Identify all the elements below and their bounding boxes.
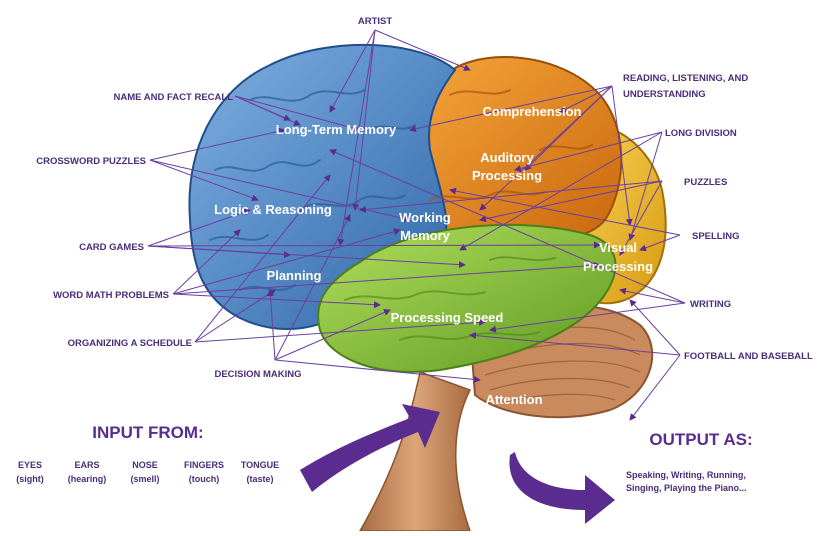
sense-ears-detail: (hearing) (68, 474, 107, 484)
label-spelling: SPELLING (692, 231, 740, 242)
region-auditory-line2: Processing (472, 168, 542, 183)
label-long-division: LONG DIVISION (665, 128, 737, 139)
label-decision-making: DECISION MAKING (214, 369, 301, 380)
label-name-fact-recall: NAME AND FACT RECALL (114, 92, 234, 103)
region-long-term-memory: Long-Term Memory (276, 122, 397, 137)
region-auditory-line1: Auditory (480, 150, 534, 165)
label-reading-line2: UNDERSTANDING (623, 89, 706, 100)
region-visual-line2: Processing (583, 259, 653, 274)
region-logic-reasoning: Logic & Reasoning (214, 202, 332, 217)
output-line1: Speaking, Writing, Running, (626, 470, 746, 480)
sense-nose-detail: (smell) (130, 474, 159, 484)
label-organizing-schedule: ORGANIZING A SCHEDULE (68, 338, 192, 349)
label-card-games: CARD GAMES (79, 242, 144, 253)
label-artist: ARTIST (358, 16, 393, 27)
label-reading-line1: READING, LISTENING, AND (623, 73, 748, 84)
label-writing: WRITING (690, 299, 731, 310)
label-puzzles: PUZZLES (684, 177, 727, 188)
input-heading: INPUT FROM: (92, 423, 203, 442)
senses-list: EYES (sight) EARS (hearing) NOSE (smell)… (16, 460, 279, 484)
sense-nose-name: NOSE (132, 460, 158, 470)
label-football-baseball: FOOTBALL AND BASEBALL (684, 351, 813, 362)
sense-tongue-name: TONGUE (241, 460, 279, 470)
region-visual-line1: Visual (599, 240, 637, 255)
region-processing-speed: Processing Speed (391, 310, 504, 325)
output-line2: Singing, Playing the Piano... (626, 483, 747, 493)
sense-ears-name: EARS (74, 460, 99, 470)
sense-tongue-detail: (taste) (246, 474, 273, 484)
sense-fingers-detail: (touch) (189, 474, 220, 484)
label-crossword-puzzles: CROSSWORD PUZZLES (36, 156, 146, 167)
region-working-line1: Working (399, 210, 451, 225)
output-arrow (509, 452, 615, 524)
region-attention: Attention (485, 392, 542, 407)
brain-stem (358, 371, 472, 532)
label-word-math-problems: WORD MATH PROBLEMS (53, 290, 169, 301)
connector-lines (147, 29, 686, 421)
output-heading: OUTPUT AS: (649, 430, 752, 449)
region-working-line2: Memory (400, 228, 451, 243)
sense-eyes-detail: (sight) (16, 474, 44, 484)
sense-fingers-name: FINGERS (184, 460, 224, 470)
sense-eyes-name: EYES (18, 460, 42, 470)
temporal-lobe (317, 223, 617, 373)
input-arrow (300, 404, 440, 492)
region-planning: Planning (267, 268, 322, 283)
region-comprehension: Comprehension (483, 104, 582, 119)
